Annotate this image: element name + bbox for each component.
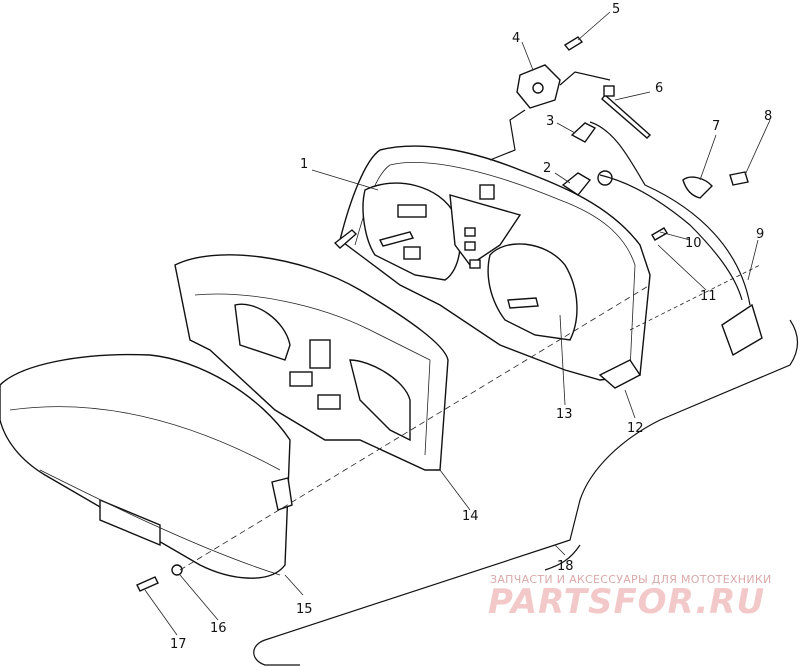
meter-housing-part	[333, 145, 651, 389]
callout-9: 9	[756, 227, 764, 242]
wire-bracket	[489, 71, 611, 161]
rod-part	[601, 85, 652, 139]
bulb-part-b	[561, 172, 592, 196]
callout-10: 10	[685, 236, 702, 251]
wire-harness	[589, 121, 751, 306]
callout-7: 7	[712, 119, 720, 134]
lower-cover-part	[0, 353, 293, 579]
screw-part-b	[729, 171, 749, 186]
watermark-tagline: ЗАПЧАСТИ И АКСЕССУАРЫ ДЛЯ МОТОТЕХНИКИ	[490, 573, 772, 586]
bulb-part-a	[570, 122, 597, 143]
watermark-logo: PARTSFOR.RU	[488, 582, 765, 622]
callout-6: 6	[655, 81, 663, 96]
callout-13: 13	[556, 407, 573, 422]
sender-part	[516, 64, 561, 109]
group-bracket	[253, 319, 799, 666]
callout-8: 8	[764, 109, 772, 124]
callout-11: 11	[700, 289, 717, 304]
callout-3: 3	[546, 114, 554, 129]
screw-part-d	[136, 576, 159, 592]
callout-15: 15	[296, 602, 313, 617]
callout-16: 16	[210, 621, 227, 636]
bezel-part	[174, 254, 449, 471]
callout-1: 1	[300, 157, 308, 172]
callout-5: 5	[612, 2, 620, 17]
screw-part-c	[651, 227, 668, 241]
screw-part	[563, 36, 584, 51]
callout-12: 12	[627, 421, 644, 436]
callout-17: 17	[170, 637, 187, 652]
connector-part	[721, 303, 763, 357]
leader-lines	[144, 11, 771, 636]
wire-harness-b	[599, 174, 743, 301]
callout-18: 18	[557, 559, 574, 574]
callouts: 1 2 3 4 5 6 7 8 9 10 11 12 13 14 15 16 1…	[170, 2, 772, 652]
washer-part	[171, 564, 183, 576]
clip-part	[682, 176, 713, 199]
callout-2: 2	[543, 161, 551, 176]
callout-4: 4	[512, 31, 520, 46]
callout-14: 14	[462, 509, 479, 524]
group-bracket-tail	[544, 544, 581, 571]
